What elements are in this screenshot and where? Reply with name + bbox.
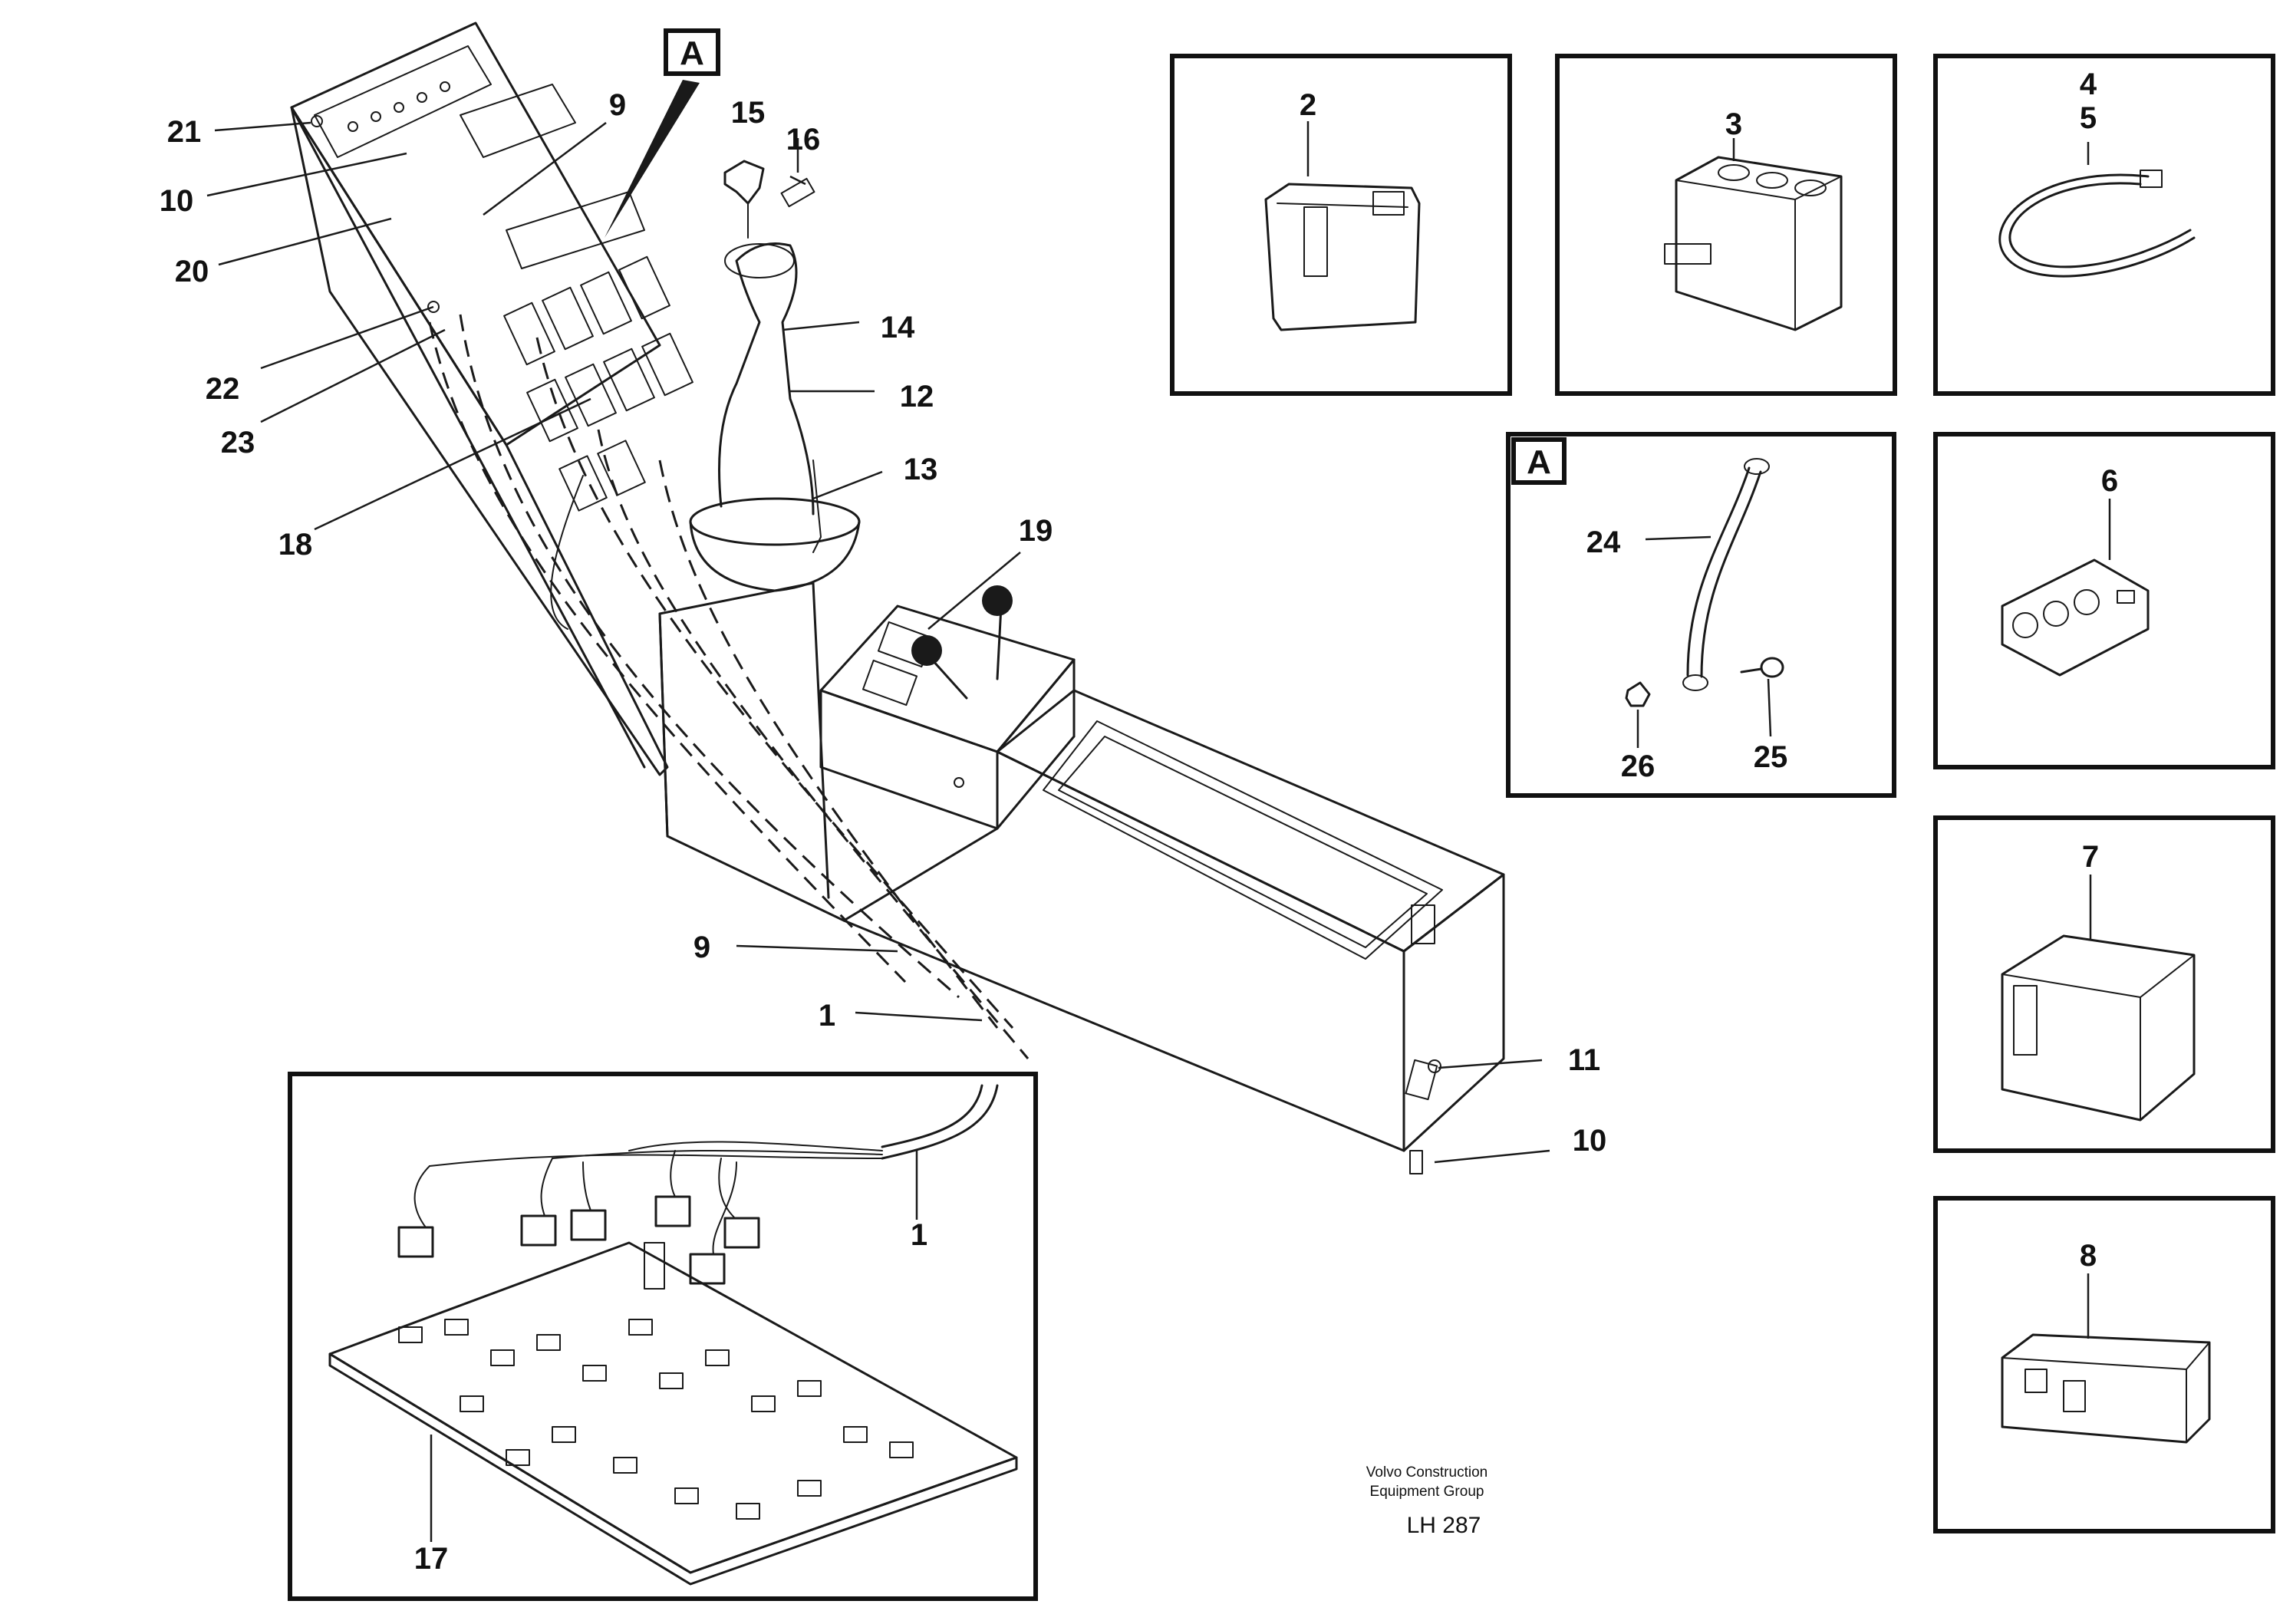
callout-9-bottom: 9 (694, 931, 710, 964)
callout-13: 13 (904, 453, 938, 486)
view-a-label: A (680, 35, 704, 72)
screw-22 (427, 301, 440, 313)
callout-1-console: 1 (819, 999, 835, 1033)
callout-19: 19 (1019, 514, 1053, 548)
main-callouts: 21 10 20 22 23 18 9 15 16 14 12 13 19 9 … (160, 88, 1607, 1158)
ground-strap (1682, 458, 1770, 691)
callout-15: 15 (731, 96, 766, 130)
wiring-harness (428, 314, 1030, 1059)
detail-a-tag (1511, 437, 1567, 485)
view-a-box (664, 28, 720, 76)
callout-16: 16 (786, 123, 821, 156)
detail-a-label: A (1527, 443, 1551, 481)
leader-lines (206, 121, 1550, 1164)
detail-box-2: 2 (1170, 54, 1512, 396)
callout-10-bottom: 10 (1573, 1124, 1607, 1158)
detail-box-3: 3 (1555, 54, 1897, 396)
callout-21: 21 (167, 115, 202, 149)
callout-6: 6 (2101, 464, 2118, 498)
callout-8: 8 (2080, 1239, 2097, 1273)
connector-bracket (1405, 1059, 1441, 1174)
relay-7 (2001, 934, 2196, 1122)
detail-box-a: A 24 25 26 (1506, 432, 1896, 798)
relay-8 (2001, 1333, 2211, 1444)
armrest-console (842, 689, 1505, 1152)
callout-17: 17 (414, 1542, 449, 1576)
callout-22: 22 (206, 372, 240, 406)
company-line-1: Volvo Construction (1366, 1464, 1487, 1481)
callout-25: 25 (1754, 740, 1788, 774)
callout-4: 4 (2080, 68, 2097, 101)
harness-branches (413, 1150, 737, 1255)
callout-14: 14 (881, 311, 915, 344)
bolt-25 (1740, 657, 1784, 678)
detail-box-4-5: 4 5 (1933, 54, 2275, 396)
nut-26 (1625, 681, 1651, 707)
switch-rows (503, 255, 694, 512)
callout-24: 24 (1586, 525, 1621, 559)
callout-2: 2 (1300, 88, 1316, 122)
connector-3 (1664, 156, 1843, 331)
circuit-board (328, 1241, 1018, 1586)
callout-18: 18 (278, 528, 313, 562)
cable-tie (1998, 170, 2196, 278)
drawing-code: LH 287 (1407, 1513, 1481, 1538)
callout-3: 3 (1725, 107, 1742, 141)
lever-box (819, 585, 1076, 830)
callout-20: 20 (175, 255, 209, 288)
indicator-row (348, 81, 450, 132)
lever-knob (982, 585, 1013, 616)
connector-2 (1264, 183, 1421, 331)
company-line-2: Equipment Group (1370, 1484, 1484, 1500)
callout-9-top: 9 (609, 88, 626, 122)
circuit-board-detail: 1 17 (288, 1072, 1038, 1601)
lever-knob (911, 635, 942, 666)
callout-10: 10 (160, 184, 194, 218)
callout-7: 7 (2082, 840, 2099, 874)
detail-box-6: 6 (1933, 432, 2275, 769)
control-console-assembly (290, 21, 1505, 1174)
circuit-board-frame (288, 1072, 1038, 1601)
harness-connectors (397, 1195, 760, 1285)
footer: Volvo Construction Equipment Group LH 28… (1366, 1464, 1487, 1538)
connector-6 (2001, 558, 2150, 677)
detail-box-7: 7 (1933, 815, 2275, 1153)
screw-21 (311, 115, 323, 127)
callout-23: 23 (221, 426, 255, 460)
board-components (398, 1242, 914, 1520)
instrument-panel (290, 21, 694, 776)
detail-box-8: 8 (1933, 1196, 2275, 1533)
callout-5: 5 (2080, 101, 2097, 135)
joystick (689, 160, 861, 592)
callout-12: 12 (900, 380, 934, 413)
view-a-marker: A (605, 28, 720, 238)
callout-1-harness: 1 (911, 1218, 927, 1252)
callout-11: 11 (1568, 1043, 1600, 1077)
callout-26: 26 (1621, 749, 1656, 783)
